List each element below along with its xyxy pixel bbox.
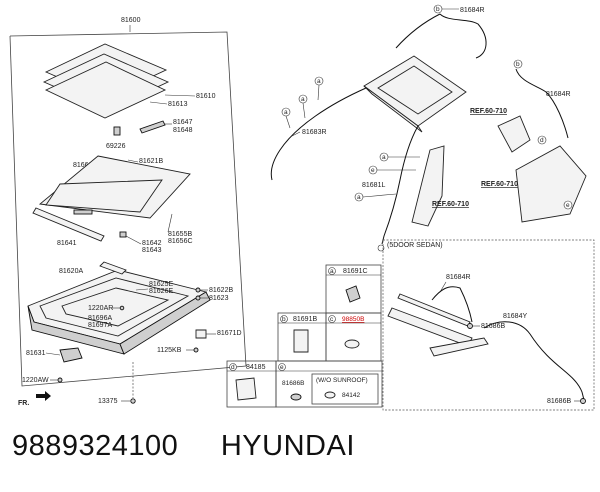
label-81626E: 81626E (149, 288, 173, 295)
callout-e-1: e (371, 167, 375, 174)
glass-panel[interactable] (42, 43, 170, 119)
label-81671D: 81671D (217, 330, 242, 337)
footer-caption: 9889324100 HYUNDAI (12, 430, 355, 463)
label-69226: 69226 (106, 143, 126, 150)
callout-a-2: a (301, 96, 305, 103)
label-81641: 81641 (57, 240, 77, 247)
label-81610: 81610 (196, 93, 216, 100)
ref-60-710-c: REF.60-710 (481, 181, 518, 188)
sedan-roof-rail (387, 293, 489, 357)
label-81648: 81648 (173, 127, 193, 134)
part-number: 9889324100 (12, 430, 179, 462)
cell-b-letter: b (282, 316, 286, 323)
label-81647: 81647 (173, 119, 193, 126)
label-81684R-box: 81684R (446, 274, 471, 281)
label-81631: 81631 (26, 350, 46, 357)
label-81622B: 81622B (209, 287, 233, 294)
callout-a-4: a (382, 154, 386, 161)
label-81686B-a: 81686B (481, 323, 505, 330)
label-81666: 81666 (73, 162, 93, 169)
bracket-81647[interactable] (139, 120, 166, 134)
fr-arrow-icon (36, 391, 51, 401)
table-cell-e[interactable]: e 81686B (W/O SUNROOF) 84142 (278, 363, 379, 405)
label-81623: 81623 (209, 295, 229, 302)
callout-a-3: a (317, 78, 321, 85)
label-sedan: (5DOOR SEDAN) (387, 242, 443, 249)
cell-a-part: 81691C (343, 268, 368, 275)
table-cell-d[interactable]: d 84185 (229, 363, 266, 401)
table-cell-a[interactable]: a 81691C (328, 267, 368, 303)
label-81643: 81643 (142, 247, 162, 254)
label-81625E: 81625E (149, 281, 173, 288)
rear-quarter-body (497, 115, 587, 223)
clip-81642[interactable] (119, 231, 127, 238)
callout-b-top: b (436, 6, 440, 13)
wo-sunroof-label: (W/O SUNROOF) (316, 377, 368, 384)
label-81684Y: 81684Y (503, 313, 527, 320)
callout-a-5: a (357, 194, 361, 201)
label-81613: 81613 (168, 101, 188, 108)
roof-body (363, 55, 467, 133)
label-81642: 81642 (142, 240, 162, 247)
label-1125KB: 1125KB (157, 347, 182, 354)
label-81696A: 81696A (88, 315, 112, 322)
label-81655B: 81655B (168, 231, 192, 238)
assembly-frame (9, 31, 247, 387)
cell-c-letter: c (330, 316, 334, 323)
drain-hose-81671D[interactable] (195, 329, 207, 339)
side-rail-81641[interactable] (32, 207, 105, 242)
label-1220AR: 1220AR (88, 305, 113, 312)
motor-81631[interactable] (59, 347, 83, 363)
label-fr: FR. (18, 400, 29, 407)
cell-e-part: 81686B (282, 380, 304, 387)
brand-name: HYUNDAI (220, 430, 355, 462)
cell-d-letter: d (231, 364, 235, 371)
sedan-detail-box: (5DOOR SEDAN) 81684R 81684Y 81686B 81686… (382, 239, 595, 411)
label-81686B-b: 81686B (547, 398, 571, 405)
parts-table: a 81691C b 81691B c 98850B d 84185 e 816… (226, 264, 383, 408)
label-81697A: 81697A (88, 322, 112, 329)
label-81684R-top: 81684R (460, 7, 485, 14)
callout-e-2: e (566, 202, 570, 209)
table-cell-b[interactable]: b 81691B (280, 315, 318, 353)
ref-60-710-b: REF.60-710 (470, 108, 507, 115)
cell-c-part-highlighted[interactable]: 98850B (342, 316, 364, 323)
sunshade-panel[interactable] (38, 155, 191, 219)
label-81620A: 81620A (59, 268, 83, 275)
label-81683R: 81683R (302, 129, 327, 136)
ref-60-710-a: REF.60-710 (432, 201, 469, 208)
label-81600: 81600 (121, 17, 141, 24)
sunroof-assembly-group: 81600 81610 81613 81647 81648 69226 8166… (9, 17, 247, 407)
callout-d: d (540, 137, 544, 144)
label-13375: 13375 (98, 398, 118, 405)
cell-d-part: 84185 (246, 364, 266, 371)
cell-a-letter: a (330, 268, 334, 275)
sunroof-parts-diagram: 81600 81610 81613 81647 81648 69226 8166… (9, 4, 595, 411)
cell-b-part: 81691B (293, 316, 317, 323)
drain-hose-group: b 81684R b 81684R a a a 81683R a e (270, 4, 587, 252)
label-81684R-mid: 81684R (546, 91, 571, 98)
label-1220AW: 1220AW (22, 377, 49, 384)
label-81656C: 81656C (168, 238, 193, 245)
label-81621B: 81621B (139, 158, 163, 165)
cell-e-part-84142: 84142 (342, 392, 360, 399)
sunroof-frame-81620A[interactable] (27, 261, 211, 355)
cell-e-letter: e (280, 364, 284, 371)
callout-a-1: a (284, 109, 288, 116)
label-81681L: 81681L (362, 182, 385, 189)
pillar-body (411, 145, 445, 227)
callout-b-mid: b (516, 61, 520, 68)
clip-69226[interactable] (113, 126, 121, 136)
table-cell-c[interactable]: c 98850B (328, 315, 365, 349)
